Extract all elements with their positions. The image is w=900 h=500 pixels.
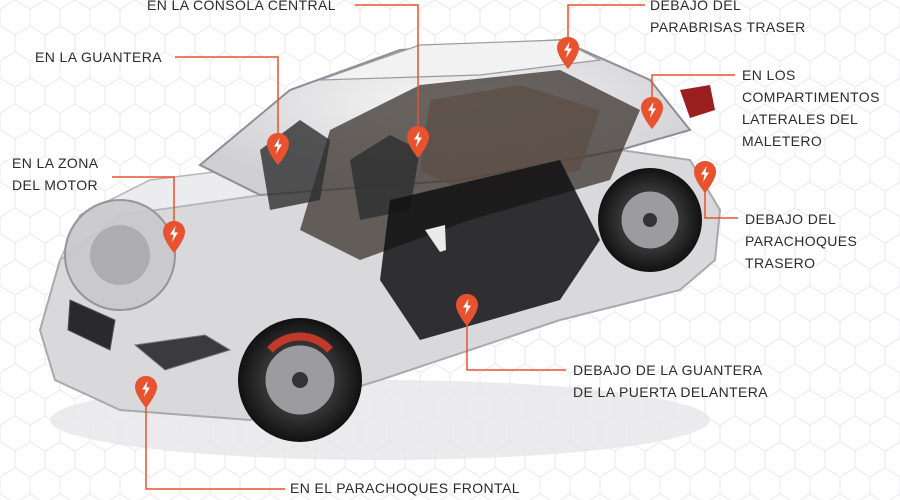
callout-line: DEBAJO DEL bbox=[745, 211, 837, 227]
callout-line: PARABRISAS TRASER bbox=[650, 19, 806, 35]
leader-guantera bbox=[175, 56, 279, 142]
leader-consola-central bbox=[355, 4, 419, 140]
callout-line: EN LA CONSOLA CENTRAL bbox=[147, 0, 336, 13]
callout-line: MALETERO bbox=[742, 133, 823, 149]
callout-consola-central: EN LA CONSOLA CENTRAL bbox=[147, 0, 336, 16]
callout-line: EN EL PARACHOQUES FRONTAL bbox=[290, 480, 520, 496]
callout-compartimentos-maletero: EN LOS COMPARTIMENTOS LATERALES DEL MALE… bbox=[742, 64, 880, 152]
callout-parachoques-frontal: EN EL PARACHOQUES FRONTAL bbox=[290, 477, 520, 499]
callout-line: DEL MOTOR bbox=[12, 177, 99, 193]
leader-parachoques-frontal bbox=[145, 398, 285, 490]
callout-line: LATERALES DEL bbox=[742, 111, 859, 127]
callout-line: EN LOS bbox=[742, 67, 796, 83]
callout-line: PARACHOQUES bbox=[745, 233, 858, 249]
car-illustration bbox=[38, 38, 722, 460]
callout-line: DEBAJO DE LA GUANTERA bbox=[573, 362, 763, 378]
callout-line: COMPARTIMENTOS bbox=[742, 89, 880, 105]
callout-guantera: EN LA GUANTERA bbox=[35, 46, 162, 68]
callout-line: DEBAJO DEL bbox=[650, 0, 742, 13]
callout-parabrisas-trasero: DEBAJO DEL PARABRISAS TRASER bbox=[650, 0, 806, 38]
callout-guantera-puerta: DEBAJO DE LA GUANTERA DE LA PUERTA DELAN… bbox=[573, 359, 768, 403]
leader-compartimentos-maletero bbox=[651, 74, 735, 100]
callout-line: TRASERO bbox=[745, 255, 816, 271]
leader-parabrisas-trasero bbox=[567, 4, 645, 40]
callout-zona-motor: EN LA ZONA DEL MOTOR bbox=[12, 152, 98, 196]
callout-line: EN LA ZONA bbox=[12, 155, 99, 171]
leader-guantera-puerta bbox=[466, 308, 566, 371]
leader-lines bbox=[112, 4, 738, 490]
callout-parachoques-trasero: DEBAJO DEL PARACHOQUES TRASERO bbox=[745, 208, 857, 274]
callout-line: EN LA GUANTERA bbox=[35, 49, 162, 65]
callout-line: DE LA PUERTA DELANTERA bbox=[573, 384, 769, 400]
leader-zona-motor bbox=[112, 176, 175, 225]
